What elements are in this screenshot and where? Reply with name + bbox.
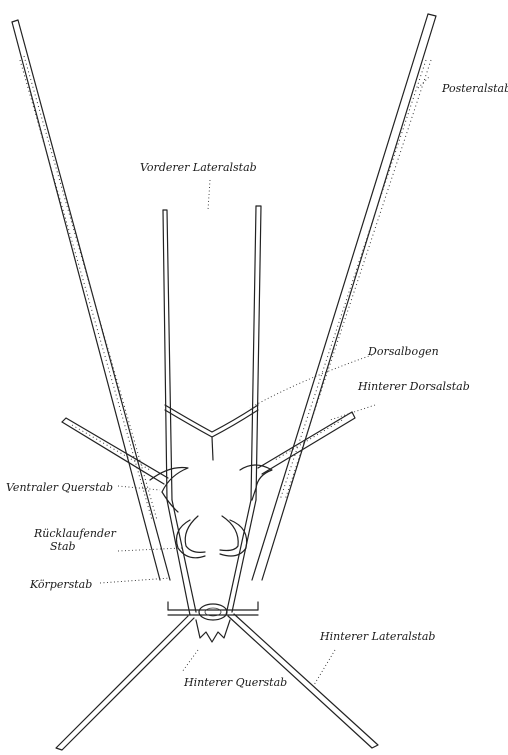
left-posteral-rod (12, 20, 170, 580)
label-hinterer-dorsalstab: Hinterer Dorsalstab (357, 380, 470, 393)
left-posterior-dorsal-rod (62, 418, 168, 484)
label-ventraler-querstab: Ventraler Querstab (6, 481, 113, 494)
label-dorsalbogen: Dorsalbogen (367, 345, 439, 358)
right-posteral-rod (252, 14, 436, 580)
left-posterior-lateral-rod (56, 616, 194, 750)
label-posteralstab: Posteralstab (441, 82, 508, 95)
label-rucklaufender-line2: Stab (50, 540, 76, 553)
dorsal-arch (165, 405, 258, 460)
label-korperstab: Körperstab (29, 578, 92, 591)
label-hinterer-lateralstab: Hinterer Lateralstab (319, 630, 435, 643)
label-hinterer-querstab: Hinterer Querstab (183, 676, 287, 689)
anterior-lateral-rods (163, 206, 261, 500)
body-rods (167, 500, 256, 615)
label-vorderer-lateralstab: Vorderer Lateralstab (140, 161, 257, 174)
label-rucklaufender-line1: Rücklaufender (33, 527, 117, 540)
recurrent-rods (177, 516, 247, 558)
